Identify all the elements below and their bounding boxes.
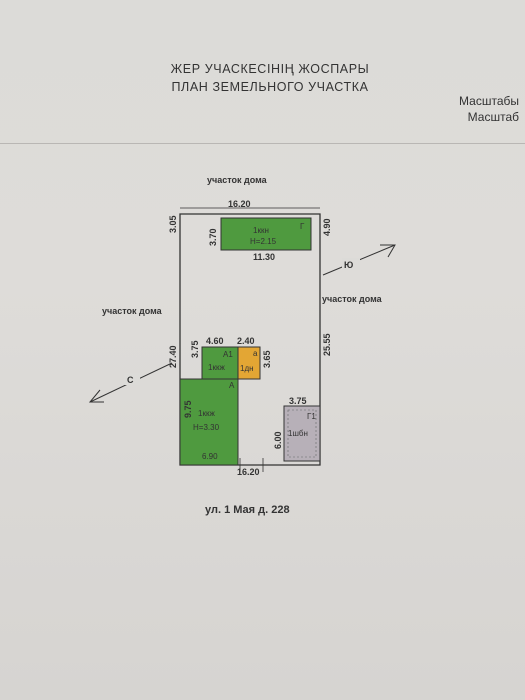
- building-g-letter: Г: [300, 222, 305, 231]
- building-a1-label: 1ккж: [208, 363, 225, 372]
- south-arrow-head: [380, 244, 396, 258]
- north-label: С: [127, 375, 134, 385]
- neighbor-top-label: участок дома: [207, 175, 267, 185]
- building-main-label: 1ккж: [198, 409, 215, 418]
- dim-g1-width: 3.75: [289, 396, 307, 406]
- building-main: [179, 378, 239, 466]
- scale-label-kazakh: Масштабы: [459, 94, 519, 108]
- dim-right-length: 25.55: [322, 333, 332, 356]
- dim-a1-width: 4.60: [206, 336, 224, 346]
- dim-main-height: 9.75: [183, 400, 193, 418]
- dim-g1-height: 6.00: [273, 431, 283, 449]
- north-arrow-head: [88, 389, 104, 403]
- building-g1: [283, 405, 321, 462]
- building-main-letter: А: [229, 381, 235, 390]
- dim-small-width: 2.40: [237, 336, 255, 346]
- south-label: Ю: [344, 260, 353, 270]
- title-russian: ПЛАН ЗЕМЕЛЬНОГО УЧАСТКА: [171, 80, 369, 94]
- dim-left-length: 27.40: [168, 345, 178, 368]
- neighbor-right-label: участок дома: [322, 294, 382, 304]
- building-a1-letter: А1: [223, 350, 233, 359]
- dim-g-width: 11.30: [253, 252, 275, 262]
- dim-bottom-width: 16.20: [237, 467, 260, 477]
- dim-a-height: 3.75: [190, 340, 200, 358]
- building-a-label: 1дн: [240, 364, 254, 373]
- building-a-annex: [237, 346, 261, 380]
- building-g1-letter: Г1: [307, 412, 316, 421]
- building-g: [220, 217, 312, 251]
- building-g-label: 1ккн: [253, 226, 269, 235]
- street-address: ул. 1 Мая д. 228: [205, 504, 290, 516]
- dim-small-height: 3.65: [262, 350, 272, 368]
- building-main-height: Н=3.30: [193, 423, 220, 432]
- dim-top-width: 16.20: [228, 199, 251, 209]
- dim-main-width: 6.90: [202, 452, 218, 461]
- dim-g-height: 3.70: [208, 228, 218, 246]
- neighbor-left-label: участок дома: [102, 306, 162, 316]
- paper-fold-line: [0, 143, 525, 144]
- building-a-letter: а: [253, 349, 258, 358]
- title-kazakh: ЖЕР УЧАСКЕСІНІҢ ЖОСПАРЫ: [170, 62, 370, 76]
- dim-right-top: 4.90: [322, 218, 332, 236]
- building-g-height: Н=2.15: [250, 237, 277, 246]
- scale-label-russian: Масштаб: [467, 110, 519, 124]
- building-g1-label: 1шбн: [288, 429, 308, 438]
- dim-left-top: 3.05: [168, 215, 178, 233]
